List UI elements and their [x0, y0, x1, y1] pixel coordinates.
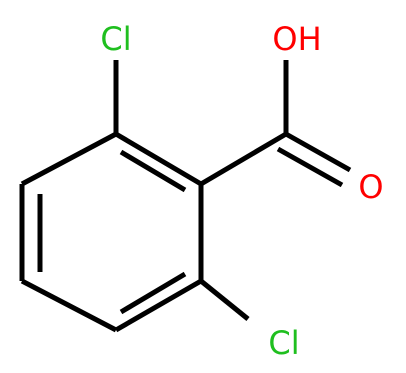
chlorine-top-label: Cl [100, 20, 131, 58]
ring-bond-c5-c6 [20, 131, 118, 187]
ring-bond-c6-c1 [114, 131, 203, 187]
ring-bond-c2-c3 [114, 278, 203, 333]
bond-to-cl-bottom [199, 279, 250, 321]
bond-group [19, 60, 352, 333]
ring-inner-bond-top [119, 149, 187, 193]
chlorine-bottom-label: Cl [268, 324, 299, 362]
ring-inner-bond-bottom [119, 271, 187, 315]
bond-ring-to-carboxyl [199, 131, 288, 187]
carbonyl-double-bond-inner [276, 146, 344, 188]
carbonyl-double-bond-outer [284, 131, 352, 173]
hydroxyl-label: OH [272, 20, 321, 58]
carbonyl-oxygen-label: O [358, 168, 383, 206]
ring-bond-c3-c4 [20, 278, 118, 333]
